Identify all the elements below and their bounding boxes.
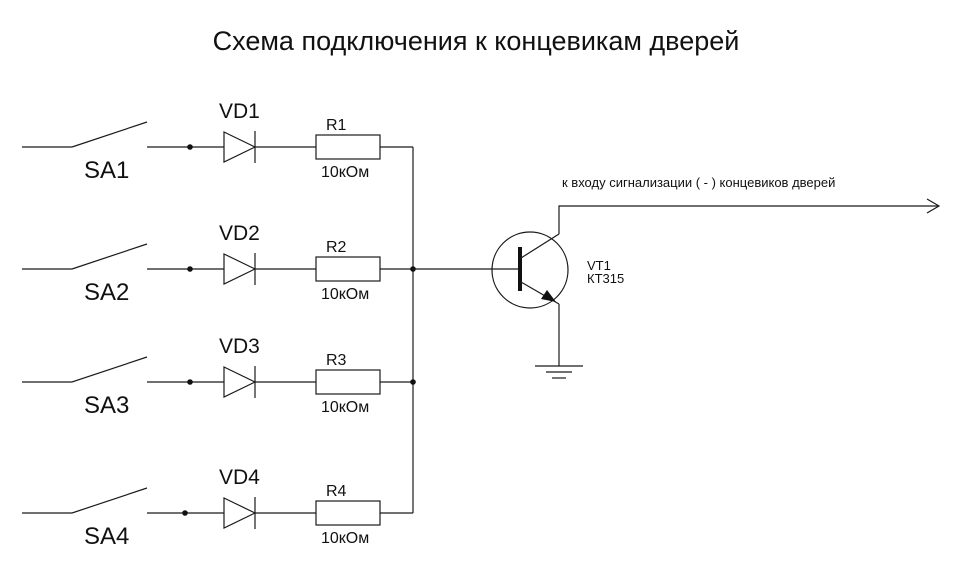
diode-label: VD1 bbox=[219, 100, 260, 123]
resistor-value: 10кОм bbox=[321, 164, 369, 181]
diode-label: VD3 bbox=[219, 335, 260, 358]
switch-label: SA1 bbox=[84, 157, 129, 184]
switch-icon bbox=[22, 121, 148, 148]
resistor-icon bbox=[315, 500, 381, 526]
junction-dot bbox=[410, 379, 416, 385]
transistor-model: КТ315 bbox=[587, 271, 624, 286]
resistor-value: 10кОм bbox=[321, 530, 369, 547]
resistor-label: R2 bbox=[326, 239, 347, 256]
diode-icon bbox=[223, 497, 257, 529]
output-wire bbox=[558, 205, 938, 234]
resistor-icon bbox=[315, 369, 381, 395]
diode-icon bbox=[223, 253, 257, 285]
diode-label: VD2 bbox=[219, 222, 260, 245]
junction-dot bbox=[187, 266, 193, 272]
switch-icon bbox=[22, 356, 148, 383]
resistor-label: R1 bbox=[326, 117, 347, 134]
resistor-value: 10кОм bbox=[321, 286, 369, 303]
switch-label: SA3 bbox=[84, 392, 129, 419]
diode-icon bbox=[223, 366, 257, 398]
input-channels: SA1VD1R110кОмSA2VD2R210кОмSA3VD3R310кОмS… bbox=[22, 100, 413, 550]
emitter-arrow-icon bbox=[541, 290, 556, 302]
ground-icon bbox=[535, 365, 583, 379]
output-label: к входу сигнализации ( - ) концевиков дв… bbox=[562, 175, 835, 190]
resistor-label: R3 bbox=[326, 352, 347, 369]
switch-label: SA4 bbox=[84, 523, 129, 550]
diode-label: VD4 bbox=[219, 466, 260, 489]
transistor-collector bbox=[520, 233, 560, 259]
transistor-vt1: VT1 КТ315 bbox=[491, 231, 624, 309]
junction-dot bbox=[182, 510, 188, 516]
junction-dot bbox=[187, 379, 193, 385]
switch-icon bbox=[22, 487, 148, 514]
junction-dot bbox=[187, 144, 193, 150]
transistor-ref: VT1 bbox=[587, 258, 611, 273]
diode-icon bbox=[223, 131, 257, 163]
resistor-icon bbox=[315, 134, 381, 160]
diagram-title: Схема подключения к концевикам дверей bbox=[213, 26, 740, 56]
switch-icon bbox=[22, 243, 148, 270]
resistor-label: R4 bbox=[326, 483, 347, 500]
transistor-body bbox=[491, 231, 569, 309]
resistor-icon bbox=[315, 256, 381, 282]
resistor-value: 10кОм bbox=[321, 399, 369, 416]
switch-label: SA2 bbox=[84, 279, 129, 306]
output-arrow-icon bbox=[926, 198, 941, 214]
